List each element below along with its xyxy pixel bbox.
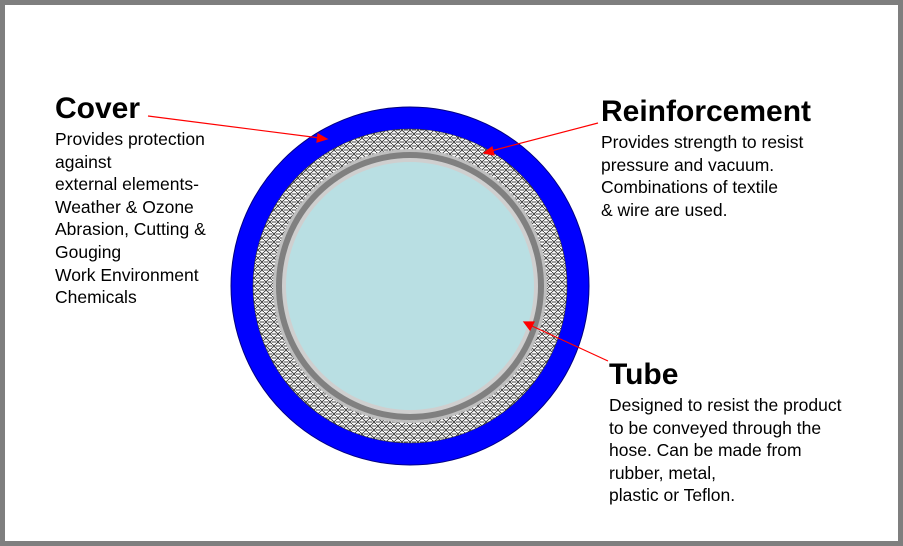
tube-pointer-line [531,325,609,362]
description-line: to be conveyed through the [609,417,822,438]
tube-title: Tube [609,358,679,391]
description-line: & wire are used. [601,199,728,220]
reinforcement-description: Provides strength to resist pressure and… [601,131,811,221]
tube-bore [286,162,534,410]
description-line: Chemicals [55,287,137,308]
reinforcement-title: Reinforcement [601,95,812,128]
tube-description: Designed to resist the product to be con… [609,394,842,507]
tube-pointer-arrowhead [522,321,535,332]
cover-pointer-line [147,115,321,139]
description-line: Provides strength to resist [601,132,804,152]
reinforcement-callout: Reinforcement Provides strength to resis… [601,96,811,221]
description-line: against [55,151,112,172]
cover-title: Cover [55,92,141,125]
description-line: plastic or Teflon. [609,485,736,506]
cover-description: Provides protection against external ele… [55,128,206,309]
description-line: rubber, metal, [609,462,716,483]
tube-callout: Tube Designed to resist the product to b… [609,359,842,507]
description-line: external elements- [55,174,199,195]
description-line: Weather & Ozone [55,196,194,217]
description-line: Abrasion, Cutting & [55,219,206,240]
description-line: pressure and vacuum. [601,154,775,175]
description-line: Provides protection [55,129,205,149]
reinforcement-pointer-arrowhead [482,145,495,156]
description-line: Designed to resist the product [609,395,842,415]
cover-callout: Cover Provides protection against extern… [55,93,206,309]
description-line: Combinations of textile [601,177,779,198]
description-line: Work Environment [55,264,199,285]
description-line: hose. Can be made from [609,440,802,461]
description-line: Gouging [55,241,122,262]
reinforcement-pointer-line [490,122,599,152]
cover-pointer-arrowhead [316,133,329,143]
